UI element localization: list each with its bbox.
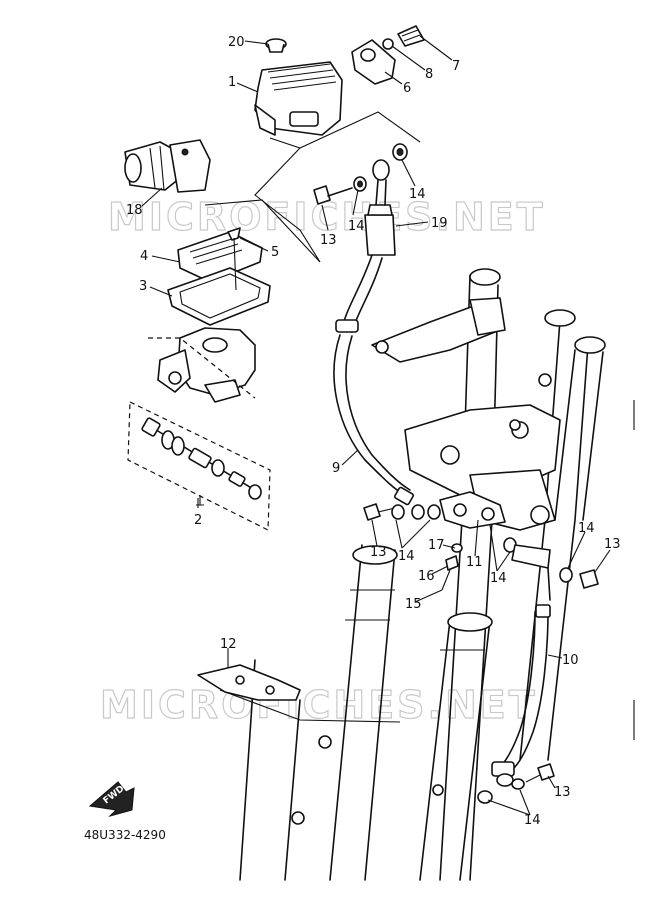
- hose-fitting[interactable]: [364, 159, 396, 256]
- front-fork-assembly: [239, 268, 606, 881]
- callout-6: 6: [403, 81, 411, 96]
- callout-15: 15: [405, 597, 422, 612]
- callout-14-top-left: 14: [348, 219, 365, 234]
- callout-13-right: 13: [604, 537, 621, 552]
- callout-1: 1: [228, 75, 236, 90]
- callout-14-mid-left: 14: [398, 549, 415, 564]
- callout-14-mid-right: 14: [490, 571, 507, 586]
- part-reference-code: 48U332-4290: [84, 828, 166, 842]
- callout-11: 11: [466, 555, 483, 570]
- callout-4: 4: [140, 249, 148, 264]
- callout-2: 2: [194, 513, 202, 528]
- callout-8: 8: [425, 67, 433, 82]
- brake-hose-joint[interactable]: [439, 491, 506, 529]
- callout-14-bottom: 14: [524, 813, 541, 828]
- diaphragm-gasket[interactable]: [167, 267, 271, 326]
- callout-7: 7: [452, 59, 460, 74]
- leader-cap-group-2: [254, 147, 321, 263]
- brake-light-switch[interactable]: [124, 139, 211, 193]
- callout-3: 3: [139, 279, 147, 294]
- reservoir-cap[interactable]: [265, 38, 287, 53]
- piston-kit[interactable]: [127, 401, 271, 531]
- callout-16: 16: [418, 569, 435, 584]
- callout-12: 12: [220, 637, 237, 652]
- callout-13-mid-left: 13: [370, 545, 387, 560]
- fork-bracket: [371, 297, 561, 531]
- leader-lines: [141, 35, 611, 816]
- callout-19: 19: [431, 216, 448, 231]
- holder-bracket[interactable]: [351, 39, 396, 85]
- callout-13-top: 13: [320, 233, 337, 248]
- lower-union-right[interactable]: [503, 537, 599, 601]
- screw-and-washer[interactable]: [382, 25, 425, 50]
- callout-17: 17: [428, 538, 445, 553]
- callout-5: 5: [271, 245, 279, 260]
- callout-20: 20: [228, 35, 245, 50]
- cap-screw[interactable]: [227, 227, 241, 291]
- callout-labels: 20 1 7 8 6 18 14 14 13 19 5 4 3 2 9 13 1…: [126, 35, 621, 828]
- callout-13-bottom: 13: [554, 785, 571, 800]
- callout-18: 18: [126, 203, 143, 218]
- lower-union-left[interactable]: [363, 503, 441, 521]
- callout-10: 10: [562, 653, 579, 668]
- forward-arrow: FWD: [88, 781, 135, 817]
- callout-14-right: 14: [578, 521, 595, 536]
- brake-hose-upper[interactable]: [333, 254, 414, 506]
- master-cylinder-body[interactable]: [148, 327, 256, 403]
- brake-hose-lower[interactable]: [477, 604, 555, 804]
- callout-14-top-right: 14: [409, 187, 426, 202]
- leader-cap-group: [269, 111, 421, 149]
- union-bolt-upper[interactable]: [313, 143, 408, 205]
- master-cylinder-cap[interactable]: [254, 61, 343, 136]
- hose-guide[interactable]: [197, 664, 401, 723]
- callout-9: 9: [332, 461, 340, 476]
